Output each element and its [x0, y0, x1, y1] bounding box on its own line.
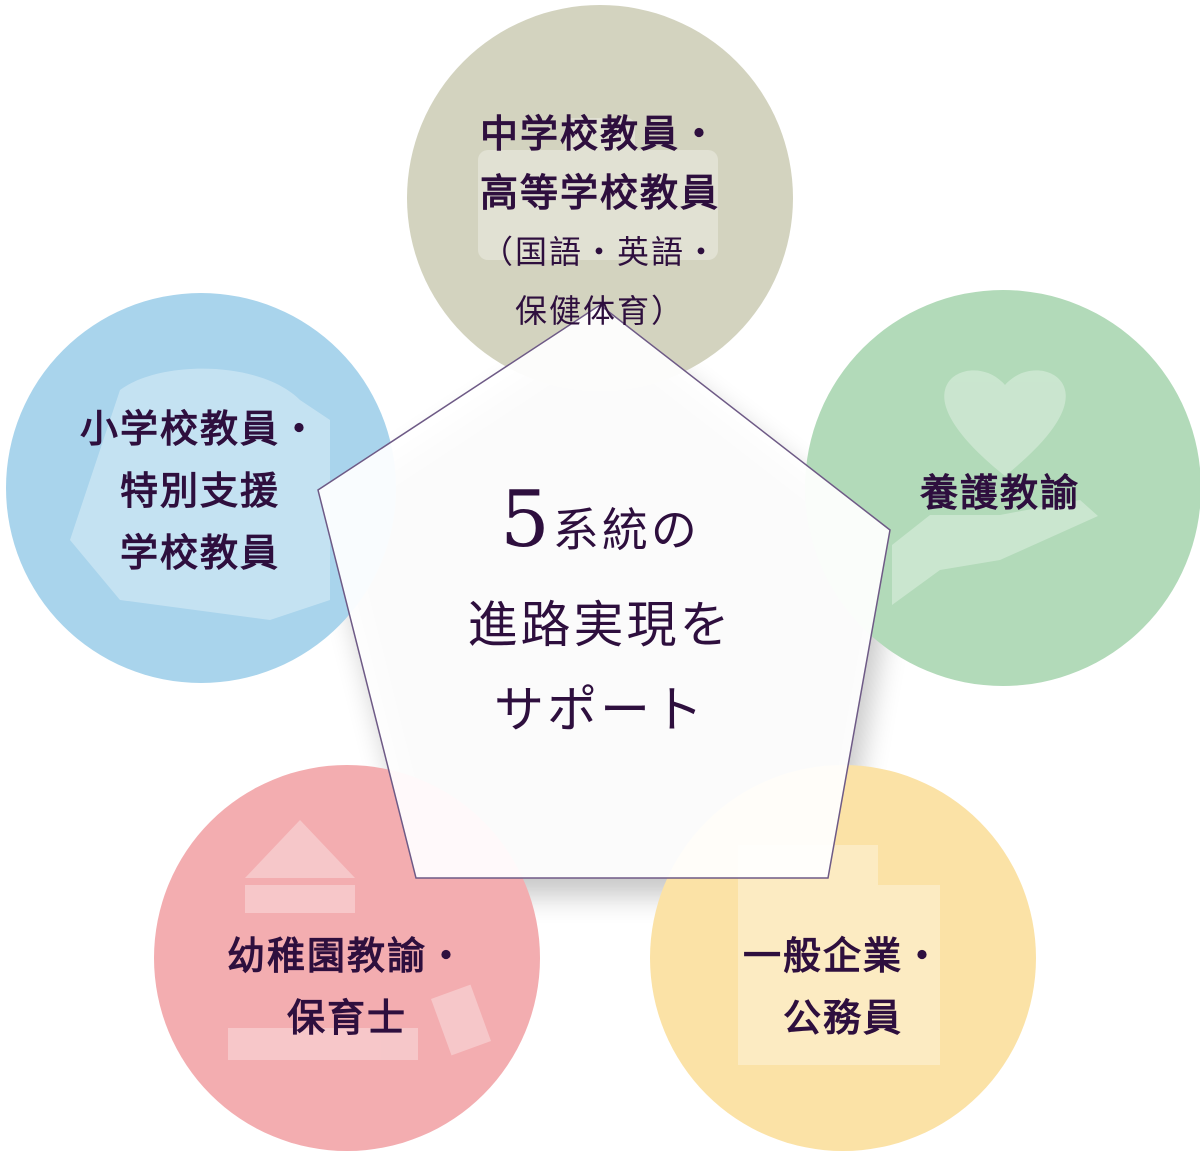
label-nurse: 養護教諭	[850, 468, 1150, 518]
label-elementary: 小学校教員・ 特別支援 学校教員	[30, 398, 370, 584]
label-line: 学校教員	[119, 531, 280, 575]
label-line: 養護教諭	[919, 471, 1080, 515]
center-number: 5	[500, 475, 553, 565]
center-line3: サポート	[494, 681, 706, 739]
label-line: 高等学校教員	[479, 171, 720, 215]
office-building-icon	[738, 845, 940, 1065]
center-pentagon	[317, 304, 891, 879]
heart-in-hand-icon	[892, 370, 1098, 605]
circle-elementary	[6, 293, 396, 683]
label-line: 保育士	[286, 996, 407, 1040]
toy-blocks-icon	[228, 820, 491, 1060]
label-line: 公務員	[782, 996, 903, 1040]
school-bag-icon	[70, 368, 330, 620]
circle-secondary	[407, 5, 793, 391]
label-kindergarten: 幼稚園教諭・ 保育士	[177, 925, 517, 1049]
center-title: 5系統の 進路実現を サポート	[380, 470, 820, 750]
label-line: 保健体育）	[514, 292, 685, 330]
label-line: 一般企業・	[742, 934, 943, 978]
label-line: 中学校教員・	[479, 112, 720, 156]
label-line: 特別支援	[119, 469, 280, 513]
label-line: （国語・英語・	[480, 233, 719, 271]
center-line2: 進路実現を	[467, 596, 733, 654]
label-secondary: 中学校教員・ 高等学校教員 （国語・英語・ 保健体育）	[400, 105, 800, 341]
center-line1-text: 系統の	[552, 503, 700, 557]
circle-nurse	[805, 290, 1200, 686]
label-corporate: 一般企業・ 公務員	[683, 925, 1003, 1049]
label-line: 小学校教員・	[79, 407, 320, 451]
label-line: 幼稚園教諭・	[226, 934, 467, 978]
school-building-icon	[478, 118, 718, 260]
